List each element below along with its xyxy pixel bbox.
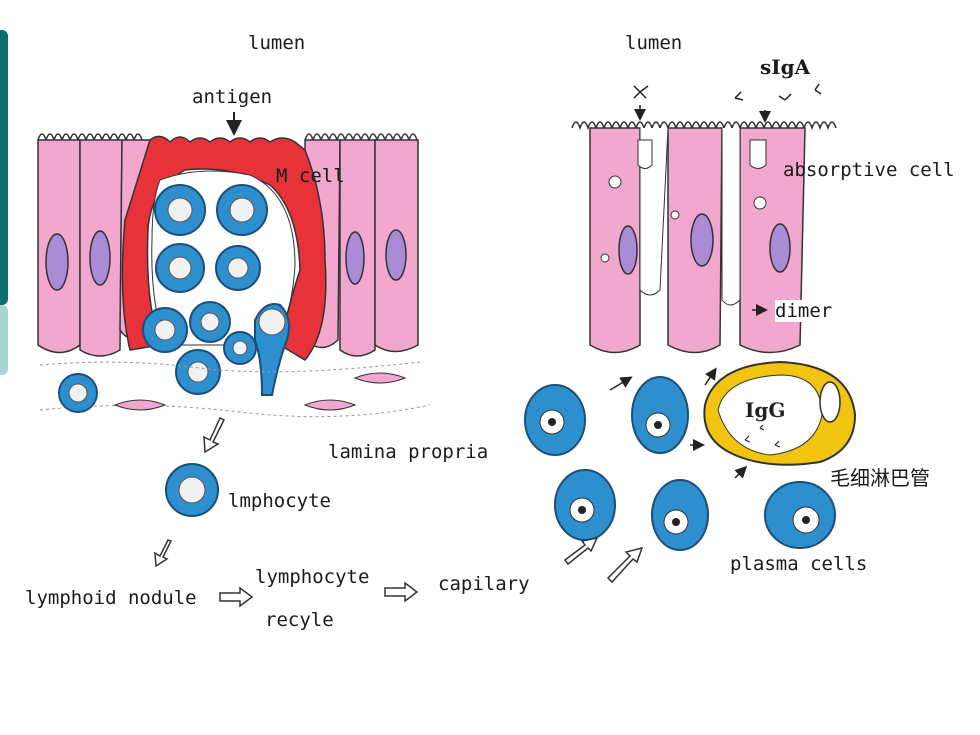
plasma-entry-arrows	[563, 536, 644, 584]
plasma-cells-label: plasma cells	[730, 553, 868, 575]
recycle-label: recyle	[265, 609, 334, 631]
lymphocyte-label: lmphocyte	[228, 490, 331, 512]
left-panel-epithelium	[37, 133, 419, 357]
lymphocyte-recycle-label: lymphocyte	[255, 566, 370, 588]
lumen-label-right: lumen	[625, 32, 683, 54]
plasma-cells	[524, 376, 836, 551]
migration-arrows	[154, 416, 419, 608]
right-panel-epithelium	[571, 121, 837, 354]
lumen-label-left: lumen	[248, 32, 306, 54]
slide-edge-tab	[0, 30, 8, 305]
lymphoid-nodule-label: lymphoid nodule	[25, 587, 197, 609]
absorptive-cell-label: absorptive cell	[783, 159, 955, 181]
lymph-vessel-label: 毛细淋巴管	[830, 466, 930, 490]
lymph-vessel	[703, 360, 857, 466]
antigen-label: antigen	[192, 86, 273, 108]
capillary-label: capilary	[438, 573, 530, 595]
slide-edge-tab-light	[0, 305, 8, 375]
dimer-label: dimer	[775, 300, 833, 322]
siga-molecules	[633, 83, 822, 123]
lymphocyte-cell	[165, 463, 219, 517]
siga-label: sIgA	[760, 55, 811, 79]
lamina-propria-label: lamina propria	[328, 441, 489, 463]
igg-label: IgG	[745, 398, 786, 422]
m-cell-label: M cell	[276, 165, 345, 187]
secretion-arrows	[609, 304, 768, 479]
lamina-propria-tissue	[39, 361, 431, 418]
